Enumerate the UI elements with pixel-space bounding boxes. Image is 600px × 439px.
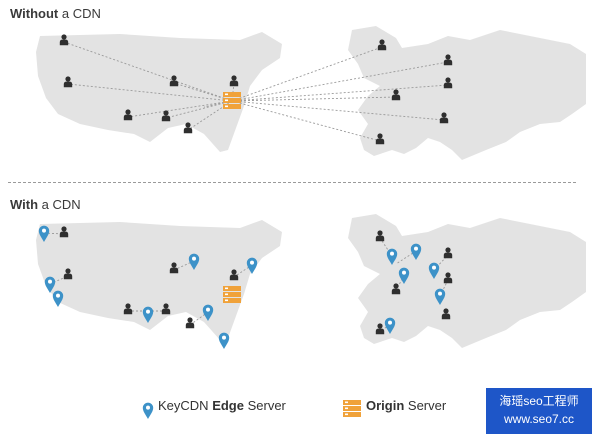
us-map-top <box>36 32 282 152</box>
watermark: 海瑶seo工程师 www.seo7.cc <box>486 388 592 434</box>
map-pin-icon <box>218 332 230 349</box>
legend-edge-server: KeyCDN Edge Server <box>158 398 286 413</box>
watermark-line-1: 海瑶seo工程师 <box>499 394 579 408</box>
europe-map-bottom <box>348 214 586 348</box>
legend-origin-server: Origin Server <box>366 398 447 413</box>
map-pin-icon <box>142 402 154 419</box>
europe-map-top <box>348 26 586 160</box>
origin-server-icon <box>223 286 241 303</box>
person-icon <box>185 317 195 329</box>
origin-server-icon <box>223 92 241 109</box>
with-cdn-title: With a CDN <box>10 197 81 212</box>
watermark-line-2: www.seo7.cc <box>503 412 575 426</box>
us-map-bottom <box>36 220 282 340</box>
server-stack-icon <box>343 400 361 417</box>
without-cdn-title: Without a CDN <box>10 6 101 21</box>
map-pin-icon <box>52 290 64 307</box>
section-divider <box>8 182 576 183</box>
